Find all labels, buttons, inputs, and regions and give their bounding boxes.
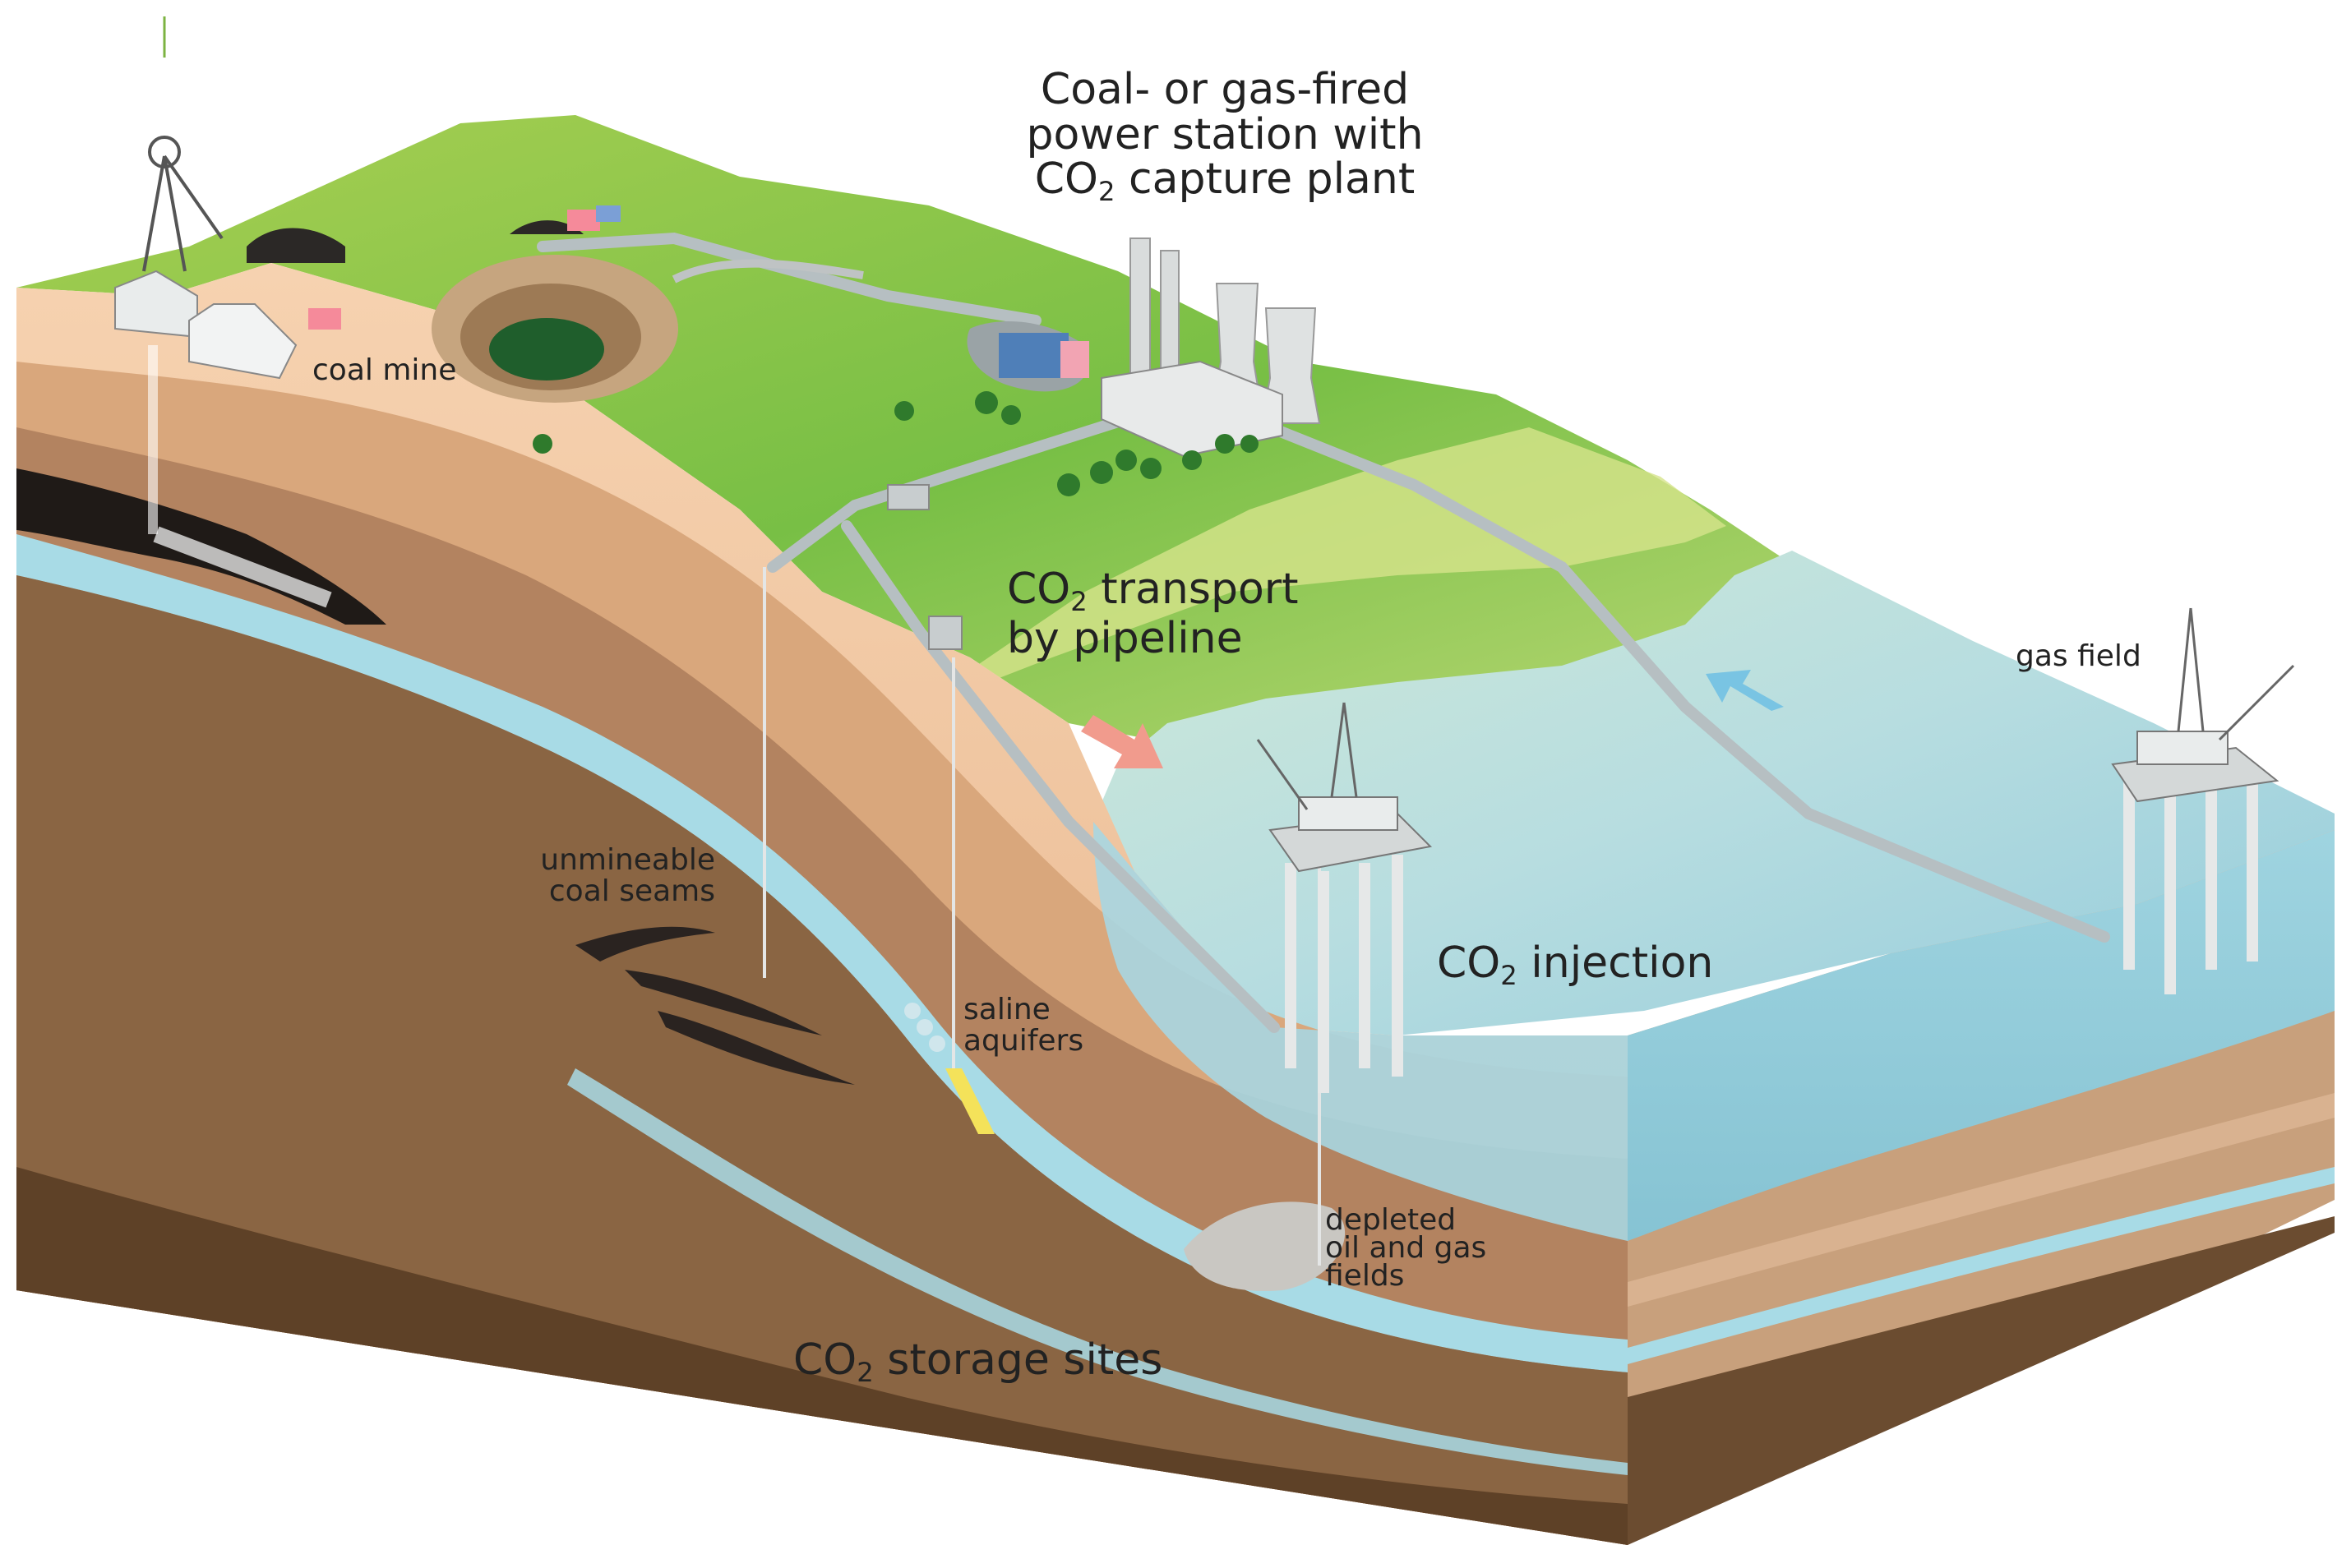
label-power-station: Coal- or gas-fired power station with CO… — [1011, 67, 1439, 206]
sea-cross-section — [1628, 830, 2335, 1545]
label-saline-aquifers: saline aquifers — [963, 994, 1083, 1057]
label-coal-mine: coal mine — [312, 353, 457, 387]
label-depleted-line1: depleted — [1325, 1203, 1457, 1237]
pipeline-flow-arrow-pink — [1081, 715, 1163, 768]
coal-mine-area — [114, 136, 864, 608]
label-depleted-fields: depleted oil and gas fields — [1325, 1203, 1487, 1294]
label-coal-seams-line2: coal seams — [548, 874, 715, 908]
label-depleted-line3: fields — [1325, 1259, 1405, 1294]
pipelines — [537, 232, 2110, 1033]
saline-aquifer-marker — [904, 1003, 995, 1134]
label-power-station-line1: Coal- or gas-fired — [1040, 65, 1410, 114]
label-co2-injection: CO2 injection — [1437, 938, 1714, 992]
pipeline-flow-arrow-blue — [1706, 670, 1784, 711]
label-saline-line1: saline — [963, 993, 1051, 1026]
label-power-station-line3: CO2 capture plant — [1034, 154, 1416, 208]
label-coal-seams-line1: unmineable — [540, 843, 715, 877]
unmineable-coal-seams — [575, 926, 855, 1085]
label-gas-field: gas field — [2016, 639, 2141, 673]
label-power-station-line2: power station with — [1026, 109, 1424, 159]
offshore-platform-injection — [1256, 702, 1433, 1093]
label-depleted-line2: oil and gas — [1325, 1231, 1487, 1266]
label-co2-transport-line2: by pipeline — [1007, 613, 1243, 663]
sea-front-left — [1093, 822, 1628, 1241]
label-co2-storage-sites: CO2 storage sites — [793, 1335, 1163, 1389]
depleted-field-blob — [1184, 1201, 1346, 1291]
sea-surface — [1093, 551, 2335, 1035]
label-saline-line2: aquifers — [963, 1023, 1084, 1058]
power-station — [533, 238, 1321, 650]
label-unmineable-coal-seams: unmineable coal seams — [493, 845, 715, 907]
offshore-platform-gas-field — [2111, 607, 2295, 994]
label-co2-transport: CO2 transport by pipeline — [1007, 565, 1299, 663]
